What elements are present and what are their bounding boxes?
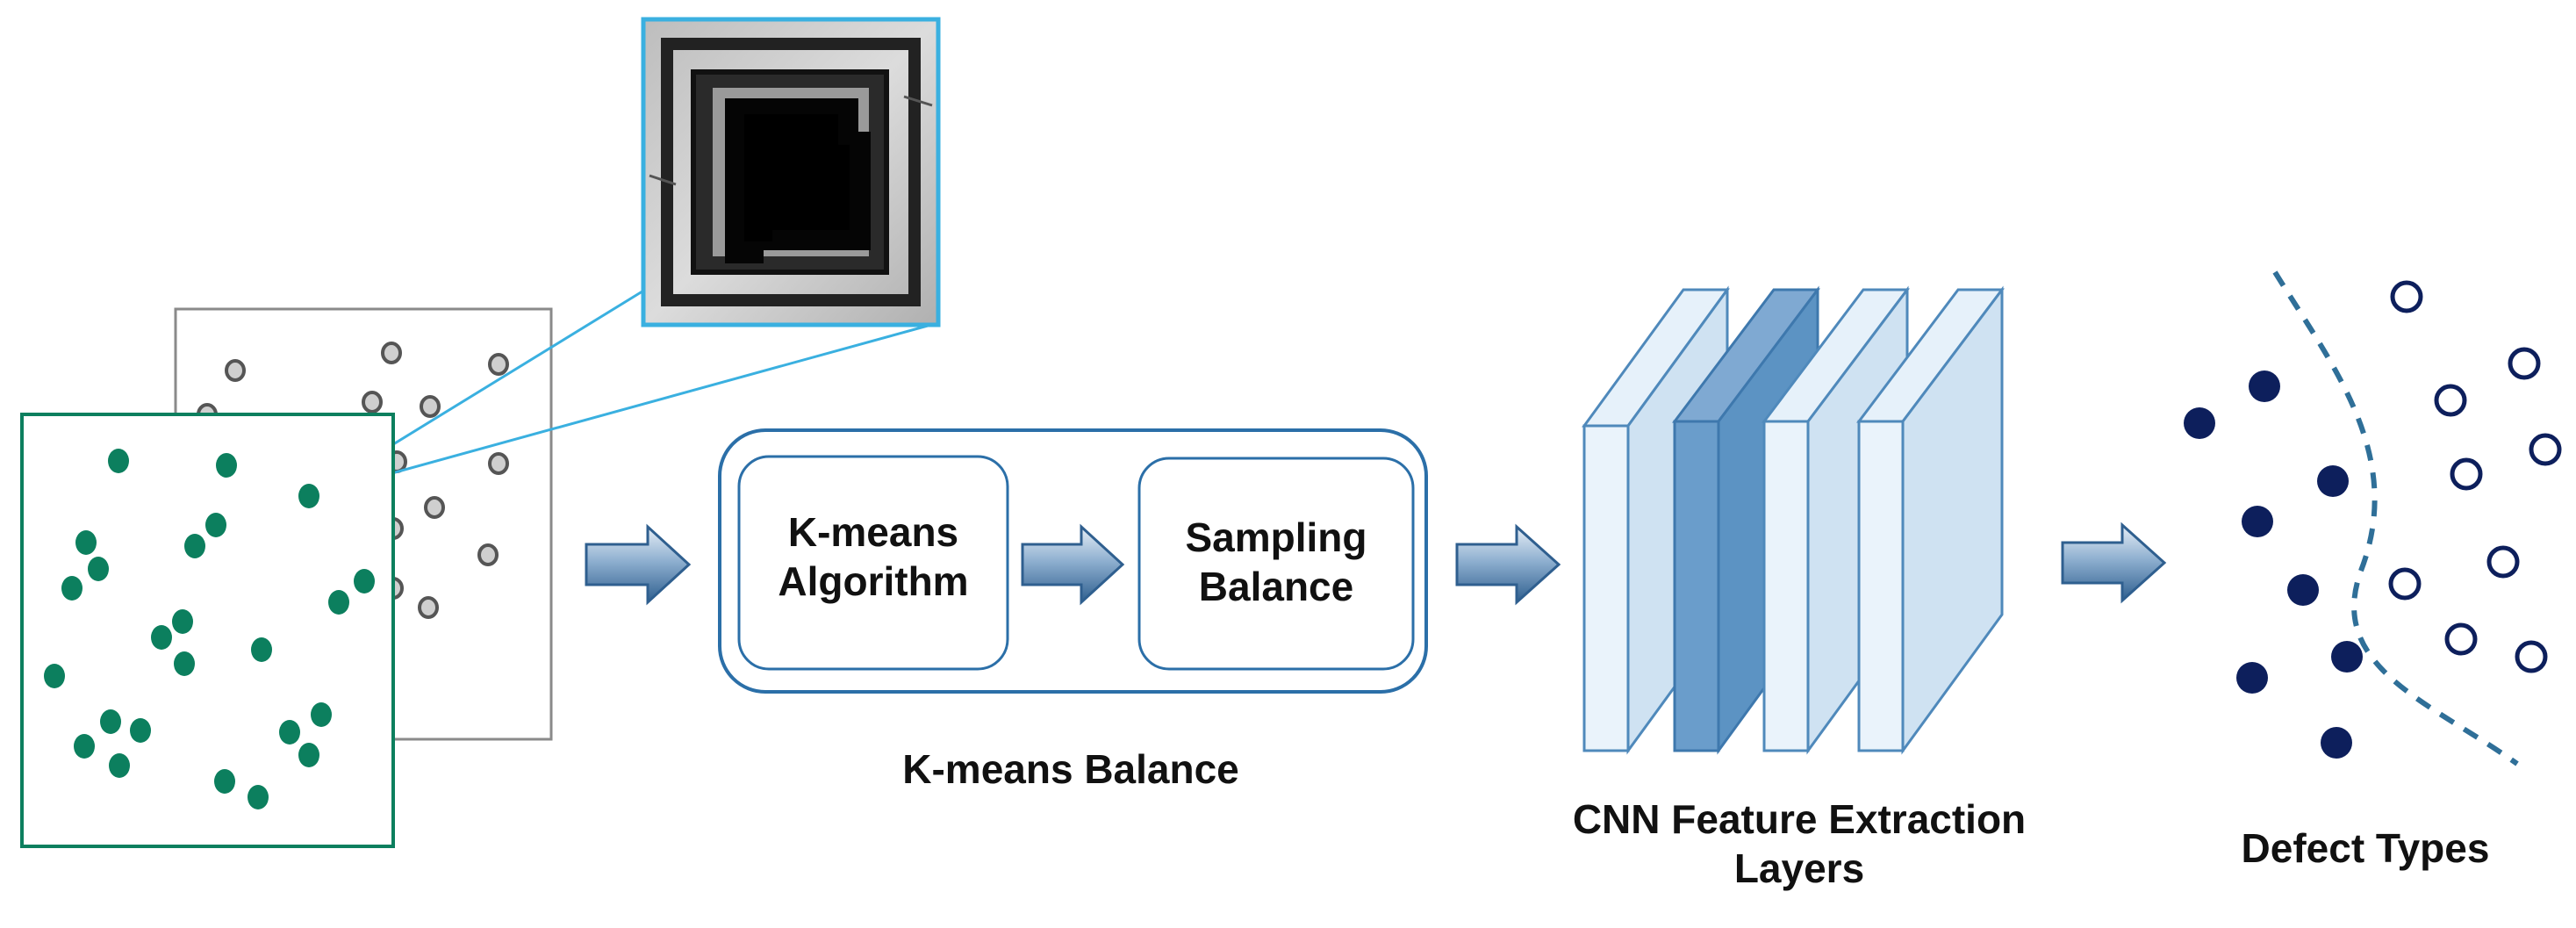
defect-class-scatter-icon: [2184, 270, 2562, 766]
defect-class-b-dot: [2388, 567, 2422, 601]
defect-class-b-dot: [2450, 457, 2483, 491]
defect-class-a-dot: [2317, 465, 2349, 497]
defect-class-a-dot: [2287, 574, 2319, 606]
defect-class-b-dot: [2515, 640, 2548, 673]
gray-defect-dot: [488, 452, 509, 475]
cnn-layer-stack-icon: [1582, 285, 2006, 755]
green-defect-dot: [108, 449, 129, 473]
green-defect-dot: [130, 718, 151, 743]
green-defect-dot: [88, 557, 109, 581]
defect-class-b-dot: [2434, 384, 2467, 417]
green-defect-dot: [75, 530, 97, 555]
defect-die-image: [641, 17, 941, 327]
cnn-layer: [1855, 285, 2006, 755]
green-defect-dot: [172, 609, 193, 634]
defect-class-b-dot: [2486, 545, 2520, 579]
defect-class-b-dot: [2529, 433, 2562, 466]
gray-defect-dot: [225, 359, 246, 382]
kmeans-algorithm-label: K-means Algorithm: [778, 509, 969, 605]
green-defect-dot: [109, 753, 130, 778]
kmeans-balance-caption: K-means Balance: [902, 746, 1239, 792]
green-defect-dot: [298, 484, 319, 508]
cnn-caption: CNN Feature Extraction Layers: [1572, 796, 2027, 892]
green-defect-dot: [174, 651, 195, 676]
green-defect-dot: [205, 513, 226, 537]
defect-class-b-dot: [2508, 347, 2541, 380]
green-defect-dot: [216, 453, 237, 478]
green-defect-dot: [214, 769, 235, 794]
green-defect-dot: [311, 702, 332, 727]
green-defect-dot: [251, 637, 272, 662]
defect-class-a-dot: [2242, 506, 2273, 537]
defect-class-b-dot: [2390, 280, 2423, 313]
green-defect-dot: [184, 534, 205, 558]
right-arrow-icon: [1021, 523, 1125, 606]
gray-defect-dot: [488, 353, 509, 376]
green-defect-dot: [279, 720, 300, 745]
right-arrow-icon: [1455, 523, 1561, 606]
green-defect-dot: [100, 709, 121, 734]
defect-class-b-dot: [2444, 622, 2478, 656]
defect-types-caption: Defect Types: [2241, 825, 2490, 871]
right-arrow-icon: [585, 523, 692, 606]
wafer-map-green: [20, 413, 395, 848]
defect-class-a-dot: [2321, 727, 2352, 759]
gray-defect-dot: [420, 395, 441, 418]
green-defect-dot: [151, 625, 172, 650]
green-defect-dots: [44, 449, 375, 809]
green-defect-dot: [44, 664, 65, 688]
defect-class-a-dots: [2184, 370, 2363, 759]
green-defect-dot: [328, 590, 349, 615]
defect-class-a-dot: [2331, 641, 2363, 673]
gray-defect-dot: [477, 543, 499, 566]
green-defect-dot: [61, 576, 83, 601]
green-defect-dot: [354, 569, 375, 593]
defect-class-a-dot: [2249, 370, 2280, 402]
gray-defect-dot: [381, 342, 402, 364]
decision-boundary: [2272, 270, 2519, 766]
green-defect-dot: [298, 743, 319, 767]
gray-defect-dot: [424, 496, 445, 519]
green-defect-dot: [248, 785, 269, 809]
right-arrow-icon: [2061, 522, 2167, 604]
gray-defect-dot: [362, 391, 383, 414]
defect-class-a-dot: [2236, 662, 2268, 694]
sampling-balance-label: Sampling Balance: [1185, 514, 1367, 610]
defect-class-b-dots: [2388, 280, 2562, 673]
defect-class-a-dot: [2184, 407, 2215, 439]
gray-defect-dot: [418, 596, 439, 619]
kmeans-balance-group: [718, 428, 1428, 694]
green-defect-dot: [74, 734, 95, 759]
